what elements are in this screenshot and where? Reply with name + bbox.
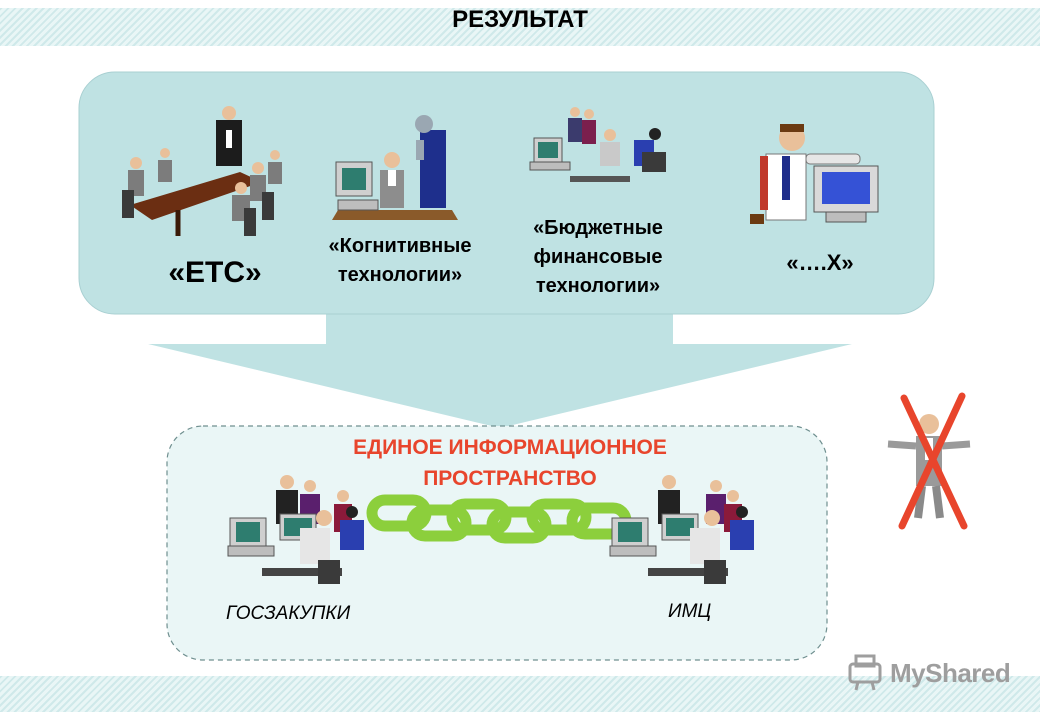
label-budget-line1: «Бюджетные [533,217,663,239]
bottom-panel [166,425,828,661]
office-team-icon [529,107,666,182]
label-budget-line2: финансовые [533,246,663,268]
label-cognitive: «Когнитивные технологии» [300,232,500,290]
watermark-text: MyShared [890,657,1011,688]
funnel-arrow [148,300,852,428]
label-goszakupki: ГОСЗАКУПКИ [226,603,351,624]
meeting-table-icon [122,106,282,236]
label-ets: «ЕТС» [168,256,262,289]
watermark: MyShared [848,655,1011,691]
computer-worker-icon [332,115,458,220]
man-with-monitor-icon [750,124,879,224]
label-imc: ИМЦ [668,601,712,622]
label-cognitive-line2: технологии» [337,264,463,286]
label-budget: «Бюджетные финансовые технологии» [500,214,696,301]
unified-space-title: ЕДИНОЕ ИНФОРМАЦИОННОЕ ПРОСТРАНСТВО [280,432,740,494]
unified-space-title-line1: ЕДИНОЕ ИНФОРМАЦИОННОЕ [353,436,667,459]
page-title: РЕЗУЛЬТАТ [452,6,588,33]
watermark-logo-icon [848,654,882,691]
label-x: «….Х» [786,250,854,275]
top-panel [78,71,935,315]
label-cognitive-line1: «Когнитивные [328,235,472,257]
label-budget-line3: технологии» [535,275,661,297]
right-team-icon [609,475,754,584]
red-cross-icon [898,392,968,530]
left-team-icon [227,475,364,584]
unified-space-title-line2: ПРОСТРАНСТВО [423,467,597,490]
header-hatch-band [0,8,1040,46]
